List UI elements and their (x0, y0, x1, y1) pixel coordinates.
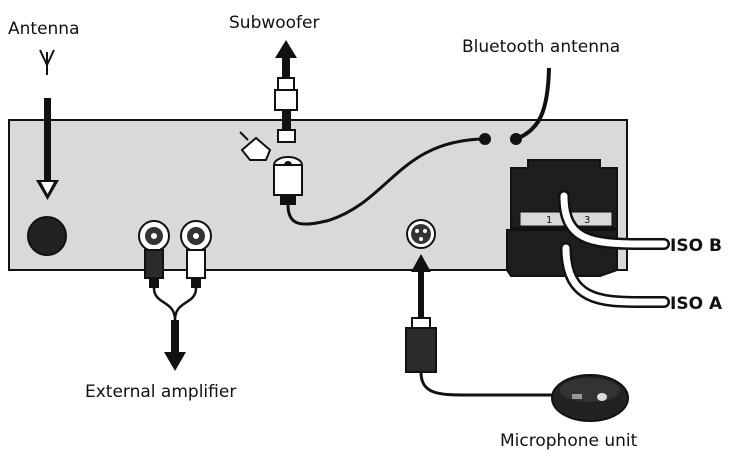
bluetooth-antenna-port (510, 133, 522, 145)
external-amplifier-label: External amplifier (85, 382, 236, 402)
iso-b-label: ISO B (670, 236, 722, 256)
microphone-arrow (411, 254, 431, 320)
microphone-unit (551, 374, 629, 422)
subwoofer-label: Subwoofer (229, 13, 320, 33)
iso-a-label: ISO A (670, 294, 723, 314)
bluetooth-antenna-cable (515, 67, 551, 141)
iso-a-cable (560, 242, 670, 308)
rca-socket-right (180, 220, 212, 288)
iso-b-cable (558, 190, 670, 250)
subwoofer-cap (239, 131, 272, 161)
subwoofer-rca-plug (274, 77, 298, 143)
antenna-arrow (36, 98, 59, 200)
rca-socket-left (138, 220, 170, 288)
iso-pin-3: 3 (584, 215, 590, 226)
internal-cable (286, 137, 486, 226)
iso-pin-1: 1 (546, 215, 552, 226)
antenna-icon (39, 49, 55, 75)
bluetooth-antenna-label: Bluetooth antenna (462, 37, 620, 57)
microphone-socket (406, 219, 436, 249)
microphone-unit-label: Microphone unit (500, 431, 638, 451)
microphone-plug (405, 317, 437, 373)
amplifier-arrow (164, 320, 186, 371)
antenna-socket (27, 216, 67, 256)
amplifier-y-cable (152, 287, 198, 321)
subwoofer-socket (273, 156, 303, 205)
antenna-label: Antenna (8, 19, 80, 39)
subwoofer-arrow (275, 40, 297, 78)
microphone-cable (419, 371, 552, 397)
